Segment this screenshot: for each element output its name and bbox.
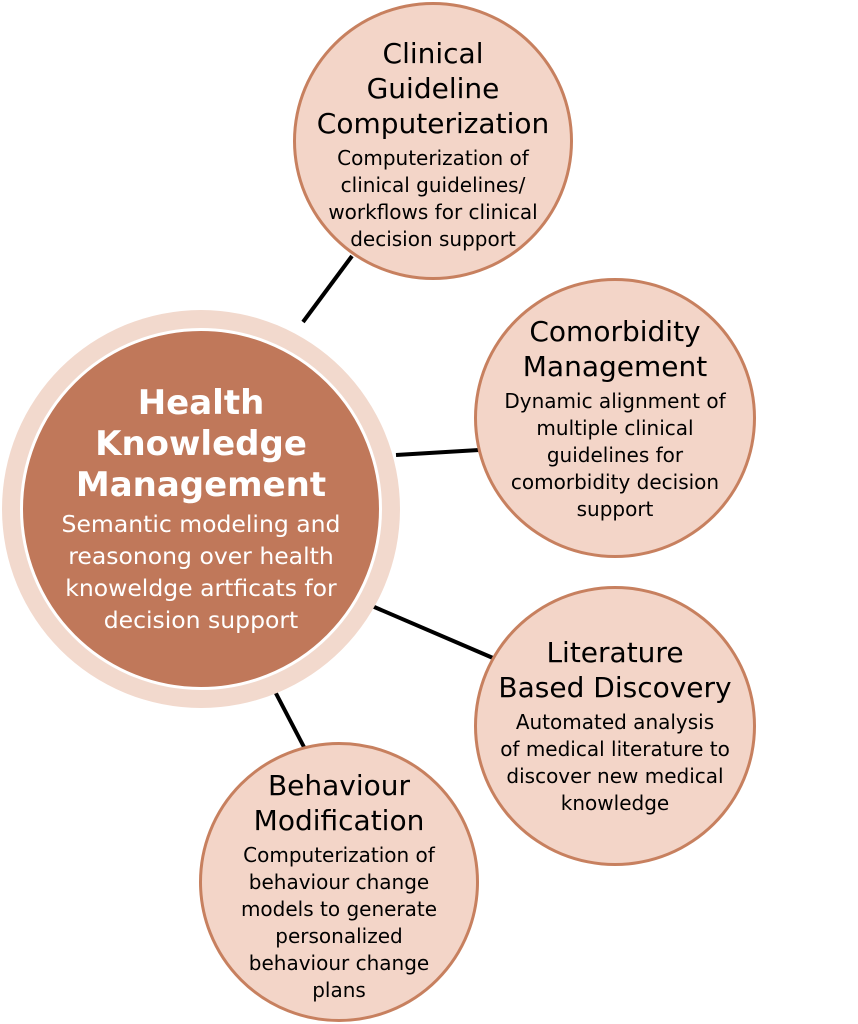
satellite-behaviour-modification: Behaviour Modification Computerization o… xyxy=(199,742,479,1022)
satellite-title: Clinical Guideline Computerization xyxy=(317,36,549,141)
satellite-title: Behaviour Modification xyxy=(254,768,425,838)
satellite-desc-line: Automated analysis xyxy=(515,710,715,734)
satellite-desc-line: knowledge xyxy=(560,791,670,815)
hub-desc-line: decision support xyxy=(103,605,299,634)
satellite-desc-line: support xyxy=(576,496,654,521)
satellite-desc-line: plans xyxy=(312,978,366,1002)
satellite-desc-line: multiple clinical xyxy=(536,415,694,440)
satellite-title-line: Behaviour xyxy=(267,769,411,802)
satellite-title-line: Management xyxy=(522,349,708,383)
satellite-description: Automated analysis of medical literature… xyxy=(500,709,730,817)
satellite-title-line: Based Discovery xyxy=(498,671,732,704)
satellite-literature-based-discovery: Literature Based Discovery Automated ana… xyxy=(474,586,756,866)
satellite-desc-line: personalized xyxy=(275,924,403,948)
connector-hub-literature xyxy=(371,604,494,660)
satellite-desc-line: behaviour change xyxy=(248,870,430,894)
satellite-desc-line: Dynamic alignment of xyxy=(504,388,726,413)
satellite-desc-line: discover new medical xyxy=(506,764,724,788)
satellite-description: Dynamic alignment of multiple clinical g… xyxy=(504,388,725,523)
hub-desc-line: reasonong over health xyxy=(68,541,334,570)
satellite-desc-line: decision support xyxy=(350,226,516,251)
satellite-desc-line: workflows for clinical xyxy=(328,199,538,224)
satellite-title: Comorbidity Management xyxy=(523,314,707,384)
connector-hub-comorbidity xyxy=(395,448,480,457)
hub-title-line: Knowledge xyxy=(95,423,307,464)
satellite-title-line: Guideline xyxy=(366,71,500,105)
satellite-title-line: Computerization xyxy=(316,106,550,140)
satellite-desc-line: Computerization of xyxy=(243,843,435,867)
hub-description: Semantic modeling and reasonong over hea… xyxy=(62,508,341,636)
hub-title: Health Knowledge Management xyxy=(76,383,326,506)
satellite-title-line: Comorbidity xyxy=(529,314,701,348)
satellite-desc-line: comorbidity decision xyxy=(510,469,720,494)
hub-desc-line: knoweldge artficats for xyxy=(65,573,337,602)
satellite-desc-line: guidelines for xyxy=(546,442,684,467)
hub-desc-line: Semantic modeling and xyxy=(61,509,341,538)
connector-hub-clinical xyxy=(301,254,354,324)
hub-circle-health-knowledge-management: Health Knowledge Management Semantic mod… xyxy=(20,328,382,690)
satellite-title-line: Clinical xyxy=(382,36,484,70)
satellite-title-line: Literature xyxy=(546,636,684,669)
satellite-description: Computerization of behaviour change mode… xyxy=(241,842,437,1004)
satellite-desc-line: models to generate xyxy=(240,897,438,921)
hub-title-line: Management xyxy=(75,464,327,505)
satellite-desc-line: of medical literature to xyxy=(500,737,730,761)
satellite-desc-line: clinical guidelines/ xyxy=(340,172,526,197)
satellite-clinical-guideline-computerization: Clinical Guideline Computerization Compu… xyxy=(293,2,573,280)
hub-title-line: Health xyxy=(137,382,265,423)
satellite-desc-line: Computerization of xyxy=(337,145,529,170)
satellite-comorbidity-management: Comorbidity Management Dynamic alignment… xyxy=(474,278,756,558)
satellite-description: Computerization of clinical guidelines/ … xyxy=(328,145,537,253)
satellite-title: Literature Based Discovery xyxy=(498,635,731,705)
satellite-desc-line: behaviour change xyxy=(248,951,430,975)
satellite-title-line: Modification xyxy=(253,804,425,837)
